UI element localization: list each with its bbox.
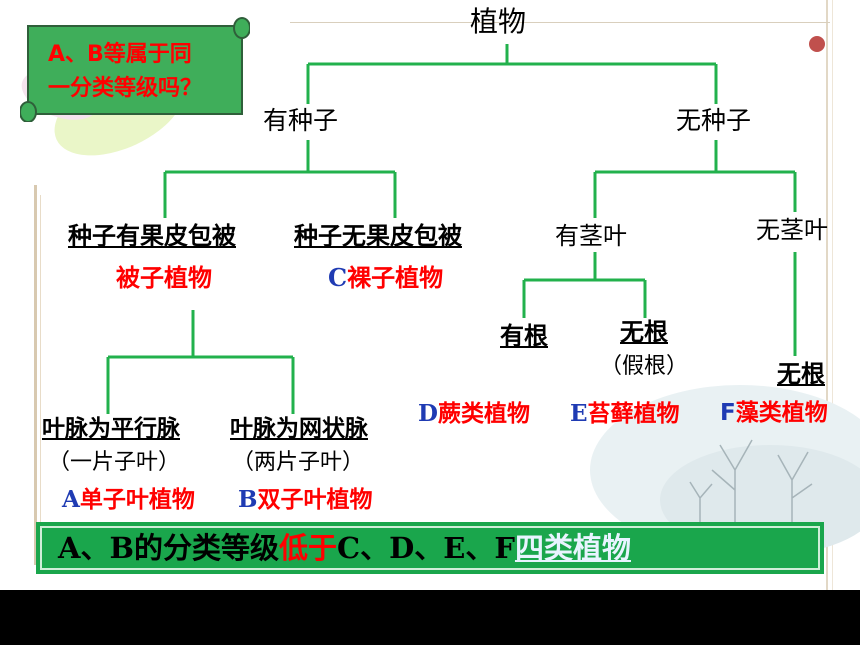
conclusion-part-2: 低于 — [279, 531, 338, 565]
node-no-root-algae: 无根 — [777, 360, 825, 388]
connector-angiosperm — [106, 310, 295, 414]
dicot-name: 双子叶植物 — [257, 487, 373, 513]
banner-border — [40, 526, 820, 570]
monocot-name: 单子叶植物 — [79, 487, 195, 513]
node-two-cotyledons: （两片子叶） — [232, 450, 365, 475]
node-root: 植物 — [470, 5, 527, 38]
node-no-stem-leaf: 无茎叶 — [756, 216, 828, 244]
connector-root — [306, 44, 718, 104]
question-line-1: A、B等属于同 — [48, 42, 192, 67]
scroll-shape — [20, 17, 250, 122]
node-seed: 有种子 — [263, 106, 339, 135]
connector-stem-leaf — [522, 252, 647, 318]
conclusion-link[interactable]: 四类植物 — [514, 531, 631, 565]
question-line-2: 一分类等级吗？ — [48, 76, 203, 101]
label-algae: F藻类植物 — [720, 402, 828, 425]
conclusion-part-1: A、B的分类等级 — [58, 531, 280, 565]
gymnosperm-name: 裸子植物 — [347, 264, 444, 292]
fern-name: 蕨类植物 — [437, 401, 530, 427]
node-false-root: （假根） — [600, 354, 689, 379]
letter-a: A — [62, 486, 80, 513]
node-no-fruit-coat: 种子无果皮包被 — [294, 222, 462, 250]
question-scroll: A、B等属于同 一分类等级吗？ — [20, 14, 250, 122]
label-monocot: A单子叶植物 — [62, 488, 195, 512]
question-text: A、B等属于同 一分类等级吗？ — [48, 38, 248, 106]
letter-f: F — [720, 400, 736, 426]
connector-seed — [163, 140, 397, 218]
node-parallel-vein: 叶脉为平行脉 — [42, 416, 180, 442]
node-has-root: 有根 — [500, 322, 548, 350]
label-angiosperm: 被子植物 — [116, 264, 212, 292]
node-one-cotyledon: （一片子叶） — [48, 450, 181, 475]
node-no-seed: 无种子 — [676, 106, 752, 135]
slide: A、B等属于同 一分类等级吗？ 植物 有种子 无种子 种子有果皮包被 种子无果皮… — [0, 0, 860, 590]
conclusion-text: A、B的分类等级低于C、D、E、F四类植物 — [58, 522, 631, 574]
letter-d: D — [418, 400, 438, 427]
letter-b: B — [238, 486, 258, 513]
conclusion-part-3: C、D、E、F — [337, 531, 515, 565]
tree-connectors — [106, 44, 797, 414]
label-moss: E苔藓植物 — [570, 402, 680, 426]
label-gymnosperm: C裸子植物 — [328, 263, 444, 292]
letter-c: C — [328, 263, 348, 292]
node-net-vein: 叶脉为网状脉 — [230, 416, 368, 442]
node-no-root: 无根 — [620, 318, 668, 346]
algae-name: 藻类植物 — [735, 400, 828, 426]
moss-name: 苔藓植物 — [587, 401, 680, 427]
node-stem-leaf: 有茎叶 — [555, 222, 627, 250]
conclusion-banner: A、B的分类等级低于C、D、E、F四类植物 — [36, 522, 824, 574]
label-fern: D蕨类植物 — [418, 402, 530, 426]
label-dicot: B双子叶植物 — [238, 488, 372, 512]
letter-e: E — [570, 400, 588, 427]
connector-no-seed — [593, 140, 797, 218]
node-fruit-coat: 种子有果皮包被 — [68, 222, 236, 250]
